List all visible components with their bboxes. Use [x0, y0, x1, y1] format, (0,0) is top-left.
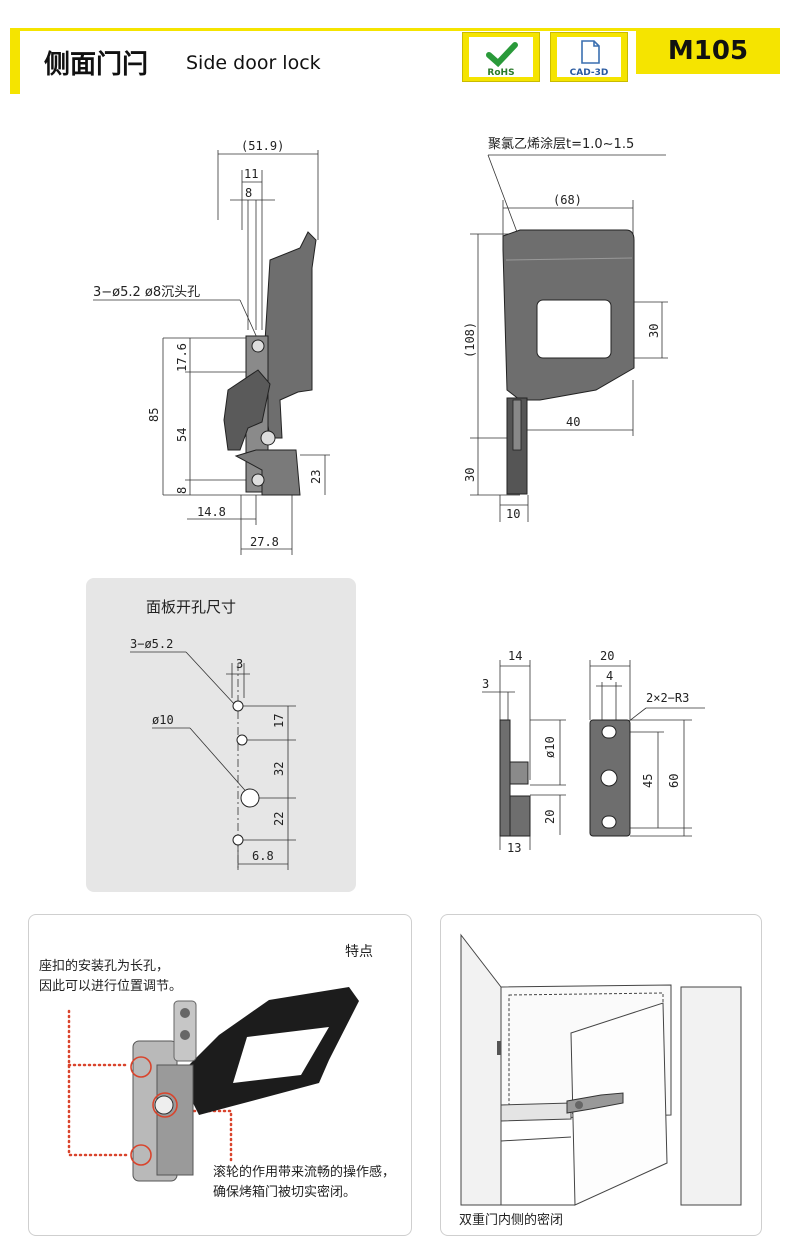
cad-label: CAD-3D [569, 68, 609, 78]
keeper-side-view [499, 719, 531, 837]
keeper-dim-45: 45 [641, 774, 655, 788]
dim-30-bottom: 30 [463, 468, 477, 482]
panel-cutout-panel: 面板开孔尺寸 3−ø5.2 3 ø10 17 32 22 [86, 578, 356, 892]
rohs-badge[interactable]: RoHS [462, 32, 540, 82]
dim-23: 23 [309, 470, 323, 484]
cutout-dim-22: 22 [272, 812, 286, 826]
double-door-illustration [460, 933, 742, 1206]
dim-17-6: 17.6 [175, 343, 189, 372]
dim-40: 40 [566, 415, 580, 429]
keeper-dim-20-side: 20 [543, 810, 557, 824]
dim-30-window: 30 [647, 324, 661, 338]
dim-10: 10 [506, 507, 520, 521]
dim-54: 54 [175, 428, 189, 442]
cutout-dim-17: 17 [272, 714, 286, 728]
features-panel: 特点 座扣的安装孔为长孔， 因此可以进行位置调节。 滚轮的作用带来流畅的操作感，… [28, 914, 412, 1236]
cutout-dim-d10: ø10 [152, 713, 174, 727]
feature-roller-line1: 滚轮的作用带来流畅的操作感， [213, 1165, 396, 1180]
latch-side-view [223, 231, 317, 496]
cutout-dim-32: 32 [272, 762, 286, 776]
dim-68: (68) [553, 193, 582, 207]
header-accent-bar [10, 28, 20, 94]
panel-cutout-drawing: 3−ø5.2 3 ø10 17 32 22 6.8 [130, 637, 296, 870]
technical-drawings: (51.9) 11 8 3−ø5.2 ø8沉头孔 85 17.6 54 8 23… [93, 136, 668, 555]
keeper-dim-3: 3 [482, 677, 489, 691]
latch-photo-illustration [67, 987, 359, 1182]
keeper-dim-4: 4 [606, 669, 613, 683]
latch-front-view [502, 229, 635, 495]
cad-badge[interactable]: CAD-3D [550, 32, 628, 82]
features-title: 特点 [345, 944, 373, 960]
product-title-en: Side door lock [186, 52, 321, 74]
keeper-dim-d10: ø10 [543, 736, 557, 758]
cutout-dim-6-8: 6.8 [252, 849, 274, 863]
dim-27-8: 27.8 [250, 535, 279, 549]
dim-11: 11 [244, 167, 258, 181]
cutout-dim-3: 3 [236, 657, 243, 671]
document-icon [581, 40, 600, 64]
feature-roller-line2: 确保烤箱门被切实密闭。 [213, 1185, 357, 1200]
rohs-label: RoHS [487, 68, 515, 78]
product-title-cn: 侧面门闩 [44, 50, 149, 80]
application-caption: 双重门内侧的密闭 [459, 1213, 564, 1228]
dim-total-width: (51.9) [241, 139, 284, 153]
cutout-hole-note: 3−ø5.2 [130, 637, 173, 651]
keeper-dim-14: 14 [508, 649, 522, 663]
keeper-dim-13: 13 [507, 841, 521, 855]
header-top-rule [10, 28, 780, 31]
dim-8-top: 8 [245, 186, 252, 200]
header: 侧面门闩 Side door lock RoHS CAD-3D M105 [10, 28, 780, 94]
dim-108: (108) [463, 322, 477, 358]
feature-slot-line2: 因此可以进行位置调节。 [39, 979, 183, 994]
checkmark-icon [486, 42, 518, 68]
coating-note: 聚氯乙烯涂层t=1.0∼1.5 [488, 136, 634, 152]
model-number: M105 [636, 28, 780, 74]
feature-slot-line1: 座扣的安装孔为长孔， [39, 959, 170, 974]
keeper-front-view [589, 719, 631, 837]
application-panel: 双重门内侧的密闭 [440, 914, 762, 1236]
keeper-slot-note: 2×2−R3 [646, 691, 689, 705]
keeper-dim-60: 60 [667, 774, 681, 788]
dim-8-bottom: 8 [175, 487, 189, 494]
dim-85: 85 [147, 408, 161, 422]
keeper-dim-20-top: 20 [600, 649, 614, 663]
panel-cutout-title: 面板开孔尺寸 [146, 598, 237, 616]
hole-note: 3−ø5.2 ø8沉头孔 [93, 285, 200, 300]
keeper-drawing: 14 3 ø10 20 13 20 4 2×2−R3 45 60 [482, 649, 705, 855]
dim-14-8: 14.8 [197, 505, 226, 519]
